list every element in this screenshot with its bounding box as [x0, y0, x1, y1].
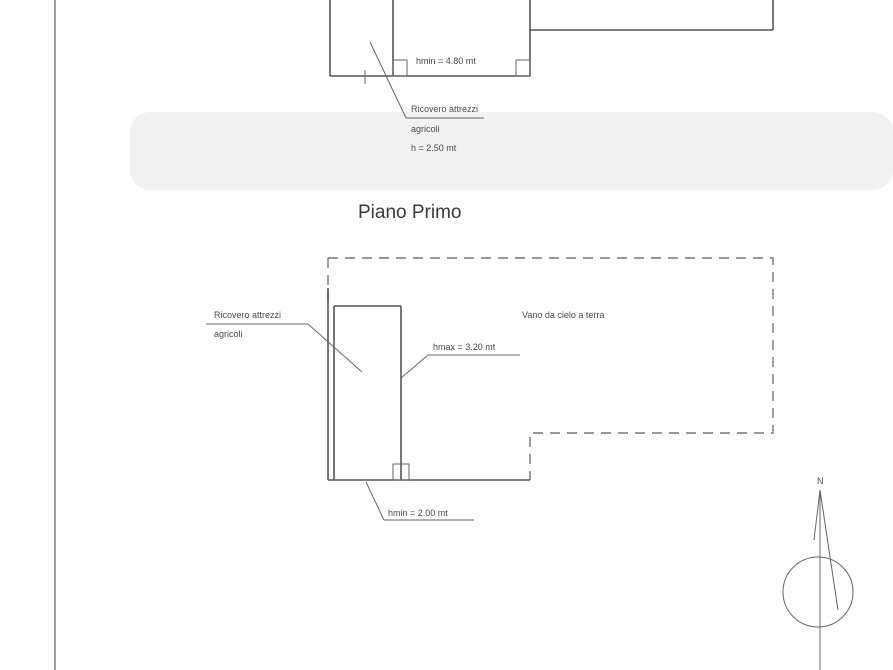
first-hmax-label: hmax = 3.20 mt [433, 342, 496, 352]
first-floor-plan [206, 257, 774, 521]
top-pillar-left [392, 59, 408, 77]
first-shelter-label-1: Ricovero attrezzi [214, 310, 281, 320]
room-pillar [392, 463, 410, 481]
void-outline [328, 257, 774, 480]
section-title: Piano Primo [358, 202, 462, 223]
blur-band [130, 112, 893, 190]
north-arrow-circle [782, 556, 854, 628]
shelter-leader [307, 323, 363, 373]
north-arrow-pointer-left [813, 489, 821, 541]
void-label: Vano da cielo a terra [522, 310, 604, 320]
north-label: N [817, 476, 824, 486]
top-shelter-label-2: agricoli [411, 124, 440, 134]
first-shelter-label-2: agricoli [214, 329, 243, 339]
top-plan [329, 0, 774, 119]
top-pillar-right [515, 59, 531, 77]
top-height-label: h = 2.50 mt [411, 143, 457, 153]
first-hmin-label: hmin = 2.00 mt [388, 508, 448, 518]
north-arrow-pointer [819, 489, 839, 611]
top-shelter-label-1: Ricovero attrezzi [411, 104, 478, 114]
hmin-leader [365, 481, 385, 521]
top-hmin-label: hmin = 4.80 mt [416, 56, 476, 66]
hmax-leader [400, 354, 429, 379]
top-leader-shelter [369, 41, 407, 119]
north-arrow [782, 489, 854, 670]
